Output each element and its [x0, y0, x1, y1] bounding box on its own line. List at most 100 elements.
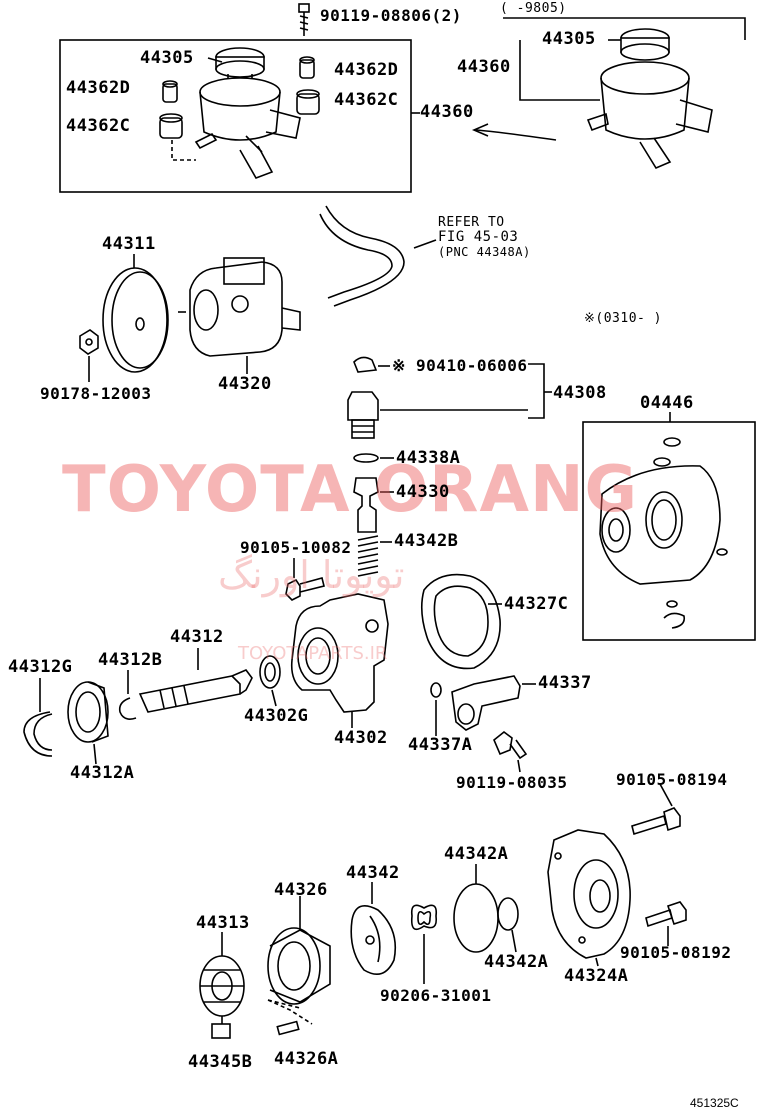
oil-seal-icon [259, 655, 281, 689]
dashed-leader [267, 999, 313, 1025]
grommet-icon [162, 80, 178, 103]
part-label: 44305 [542, 29, 596, 49]
part-label: 44360 [457, 57, 511, 77]
watermark-site: TOYOTAPARTS.IR [238, 643, 388, 664]
part-label: 44312 [170, 627, 224, 647]
part-label: 44312B [98, 650, 163, 670]
part-label: 44342A [444, 844, 509, 864]
part-label: 90119-08035 [456, 773, 568, 792]
fitting-icon [347, 391, 379, 439]
part-label: 44308 [553, 383, 607, 403]
leader-44342A-bottom [511, 929, 517, 953]
part-label: 44338A [396, 448, 461, 468]
part-label: 44342 [346, 863, 400, 883]
seal-icon [410, 904, 438, 931]
grommet-icon [159, 113, 183, 139]
watermark-text: TOYOTA ORANG [62, 453, 639, 527]
bearing-icon [67, 681, 109, 743]
leader-44305 [207, 57, 223, 63]
alt-bracket-line [503, 17, 746, 40]
arrow-head-icon [471, 123, 489, 137]
kit-box [582, 421, 756, 641]
part-label: 44326A [274, 1049, 339, 1069]
part-label: 44327C [504, 594, 569, 614]
bolt-icon [645, 901, 687, 928]
union-fitting-icon [451, 675, 521, 731]
snap-ring-large-icon [23, 711, 53, 757]
plug-icon [353, 356, 378, 373]
part-label: 90119-08806(2) [320, 6, 462, 25]
gasket-icon [420, 573, 501, 670]
drawing-code: 451325C [690, 1096, 739, 1110]
grommet-icon [299, 56, 315, 79]
refer-text: (PNC 44348A) [438, 245, 531, 259]
pulley-icon [102, 267, 169, 373]
o-ring-large-icon [453, 883, 499, 953]
leader-44360-alt [519, 40, 600, 101]
part-label: 44337 [538, 673, 592, 693]
dashed-leader [171, 140, 196, 161]
o-ring-icon [353, 453, 379, 463]
refer-text: FIG 45-03 [438, 229, 519, 245]
pin-icon [276, 1020, 300, 1036]
bolt-icon [493, 730, 528, 760]
leader-44312A [93, 743, 97, 765]
part-label: 44302G [244, 706, 309, 726]
snap-ring-large-inner [33, 713, 53, 751]
bolt-icon [285, 577, 325, 601]
part-label: 44360 [420, 102, 474, 122]
part-label: 90105-10082 [240, 538, 352, 557]
part-label: 90105-08192 [620, 943, 732, 962]
grommet-icon [296, 89, 320, 115]
part-label: 44312A [70, 763, 135, 783]
part-label: 44324A [564, 966, 629, 986]
part-label: 44337A [408, 735, 473, 755]
part-label: 44302 [334, 728, 388, 748]
reservoir-tank-alt-icon [586, 28, 713, 170]
nut-icon [79, 329, 99, 355]
part-label: 90178-12003 [40, 384, 152, 403]
part-label: 44362C [66, 116, 131, 136]
rotor-icon [199, 955, 245, 1017]
refer-text: REFER TO [438, 215, 505, 230]
spring-icon [357, 535, 379, 577]
bolt-icon [298, 3, 310, 36]
part-label: 44330 [396, 482, 450, 502]
part-label: 44362C [334, 90, 399, 110]
shaft-icon [138, 669, 253, 713]
leader-90119-08035 [517, 759, 521, 773]
part-label: 90105-08194 [616, 770, 728, 789]
part-label: 44342B [394, 531, 459, 551]
leader-refer [413, 239, 437, 249]
side-plate-icon [350, 904, 397, 976]
part-label: 44320 [218, 374, 272, 394]
part-label: 44305 [140, 48, 194, 68]
bracket-44308 [528, 363, 545, 419]
o-ring-small-icon [430, 682, 442, 698]
vane-icon [211, 1023, 231, 1039]
part-label: 44362D [334, 60, 399, 80]
leader-44324A [595, 957, 599, 967]
note-text: ※(0310- ) [584, 311, 663, 326]
bolt-icon [631, 807, 681, 836]
part-label: 44342A [484, 952, 549, 972]
part-label: 04446 [640, 393, 694, 413]
part-label: 44311 [102, 234, 156, 254]
pump-housing-icon [290, 593, 389, 713]
reservoir-tank-icon [194, 47, 301, 179]
kit-seals-icon [599, 437, 728, 629]
o-ring-small-icon [497, 897, 519, 931]
watermark-arabic: تويوتا اورنگ [218, 553, 405, 597]
part-label: 44326 [274, 880, 328, 900]
reservoir-group-box [59, 39, 412, 193]
return-hose-icon [319, 205, 405, 307]
part-label: 44362D [66, 78, 131, 98]
part-label: 44313 [196, 913, 250, 933]
valve-icon [353, 477, 379, 533]
snap-ring-icon [118, 697, 137, 720]
cam-ring-icon [267, 927, 331, 1005]
leader-44302G [271, 689, 277, 707]
vane-pump-icon [178, 257, 301, 357]
end-cover-icon [547, 829, 631, 959]
